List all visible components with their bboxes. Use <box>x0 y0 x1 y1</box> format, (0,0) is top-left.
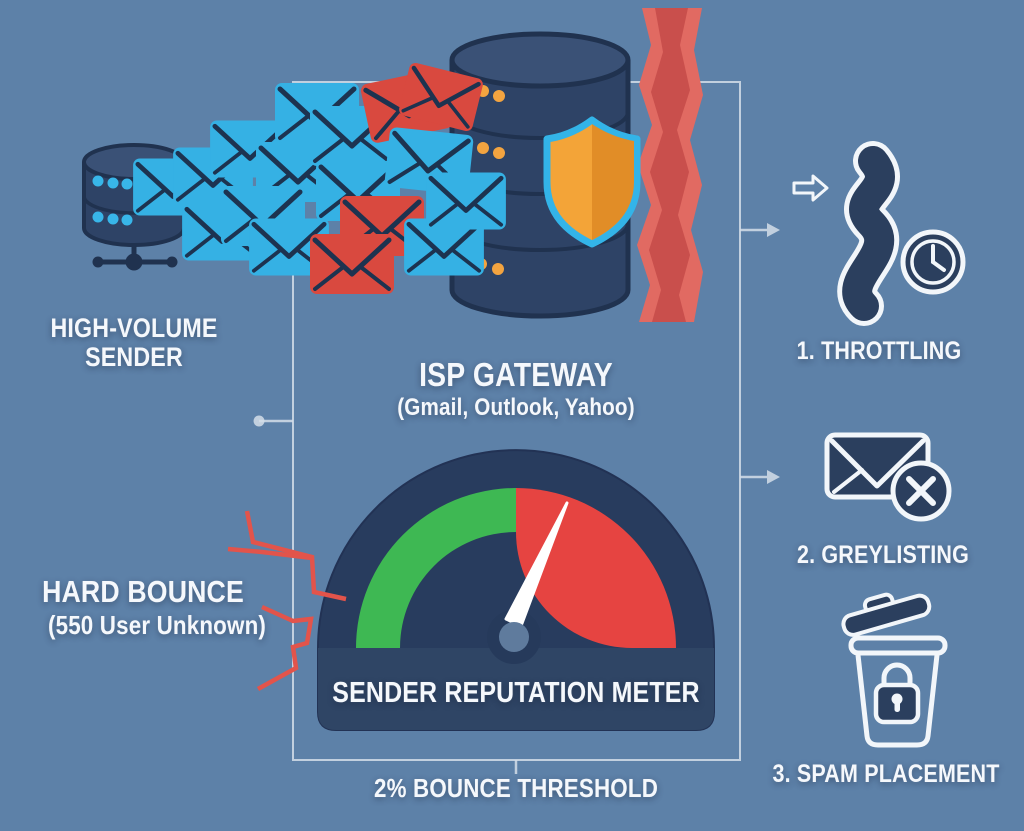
high-volume-sender-label-line2: SENDER <box>85 342 183 372</box>
email-stream <box>133 62 506 294</box>
lock-icon <box>873 662 921 725</box>
envelope-icon <box>404 218 484 276</box>
high-volume-sender-label-line1: HIGH-VOLUME <box>50 313 218 343</box>
isp-gateway-subtitle: (Gmail, Outlook, Yahoo) <box>397 394 635 421</box>
envelope-icon <box>399 62 483 132</box>
greylisting-connector-arrow-icon <box>767 470 780 484</box>
bounce-threshold-label: 2% BOUNCE THRESHOLD <box>373 773 659 803</box>
gauge-hub <box>499 622 529 652</box>
greylist-envelope-icon <box>824 432 952 522</box>
outcome-spam-placement-label: 3. SPAM PLACEMENT <box>772 760 1000 788</box>
outcome-throttling-label: 1. THROTTLING <box>796 337 962 365</box>
small-arrow-icon <box>792 174 829 202</box>
hard-bounce-title: HARD BOUNCE <box>42 574 244 609</box>
throttling-connector-arrow-icon <box>767 223 780 237</box>
clock-icon <box>900 229 966 295</box>
envelope-icon <box>249 218 329 276</box>
outcome-greylisting-label: 2. GREYLISTING <box>796 541 970 569</box>
envelope-icon <box>310 234 394 294</box>
crack-line <box>256 604 314 691</box>
shield-icon <box>543 116 641 248</box>
trash-can-icon <box>841 592 948 748</box>
firewall-barrier <box>637 8 703 322</box>
hard-bounce-subtitle: (550 User Unknown) <box>47 610 267 640</box>
x-icon <box>890 460 952 522</box>
crack-line <box>227 546 313 561</box>
throttling-road-icon <box>792 141 966 326</box>
gauge-green-zone <box>356 488 516 648</box>
reputation-gauge <box>317 449 715 731</box>
envelope-icon <box>426 172 506 230</box>
left-branch-dot <box>253 415 265 427</box>
reputation-meter-label: SENDER REPUTATION METER <box>332 677 700 709</box>
isp-gateway-title: ISP GATEWAY <box>419 356 613 393</box>
bounce-crack-lines <box>227 510 347 691</box>
